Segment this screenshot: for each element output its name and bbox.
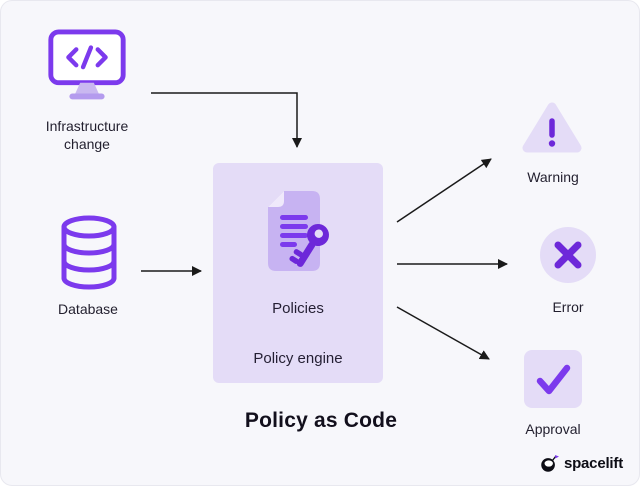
warning-triangle-icon <box>520 98 584 156</box>
spacelift-logo-text: spacelift <box>563 455 623 472</box>
error-cross-icon <box>539 226 597 284</box>
database-icon <box>58 214 120 292</box>
arrow-engine-to-approval <box>396 306 490 360</box>
database-label: Database <box>58 301 118 317</box>
error-label: Error <box>552 299 584 315</box>
infrastructure-change-label: Infrastructure change <box>45 118 129 153</box>
arrow-engine-to-warning <box>396 158 492 223</box>
document-key-icon <box>252 185 344 281</box>
policies-label: Policies <box>272 300 324 317</box>
policy-engine-label: Policy engine <box>253 350 343 367</box>
approval-label: Approval <box>525 421 581 437</box>
approval-check-icon <box>524 350 582 408</box>
monitor-code-icon <box>43 27 131 115</box>
spacelift-astronaut-icon <box>540 454 559 473</box>
diagram-title: Policy as Code <box>244 409 398 432</box>
spacelift-logo: spacelift <box>540 454 623 473</box>
arrow-infrastructure-to-engine <box>151 92 302 148</box>
warning-label: Warning <box>527 169 579 185</box>
